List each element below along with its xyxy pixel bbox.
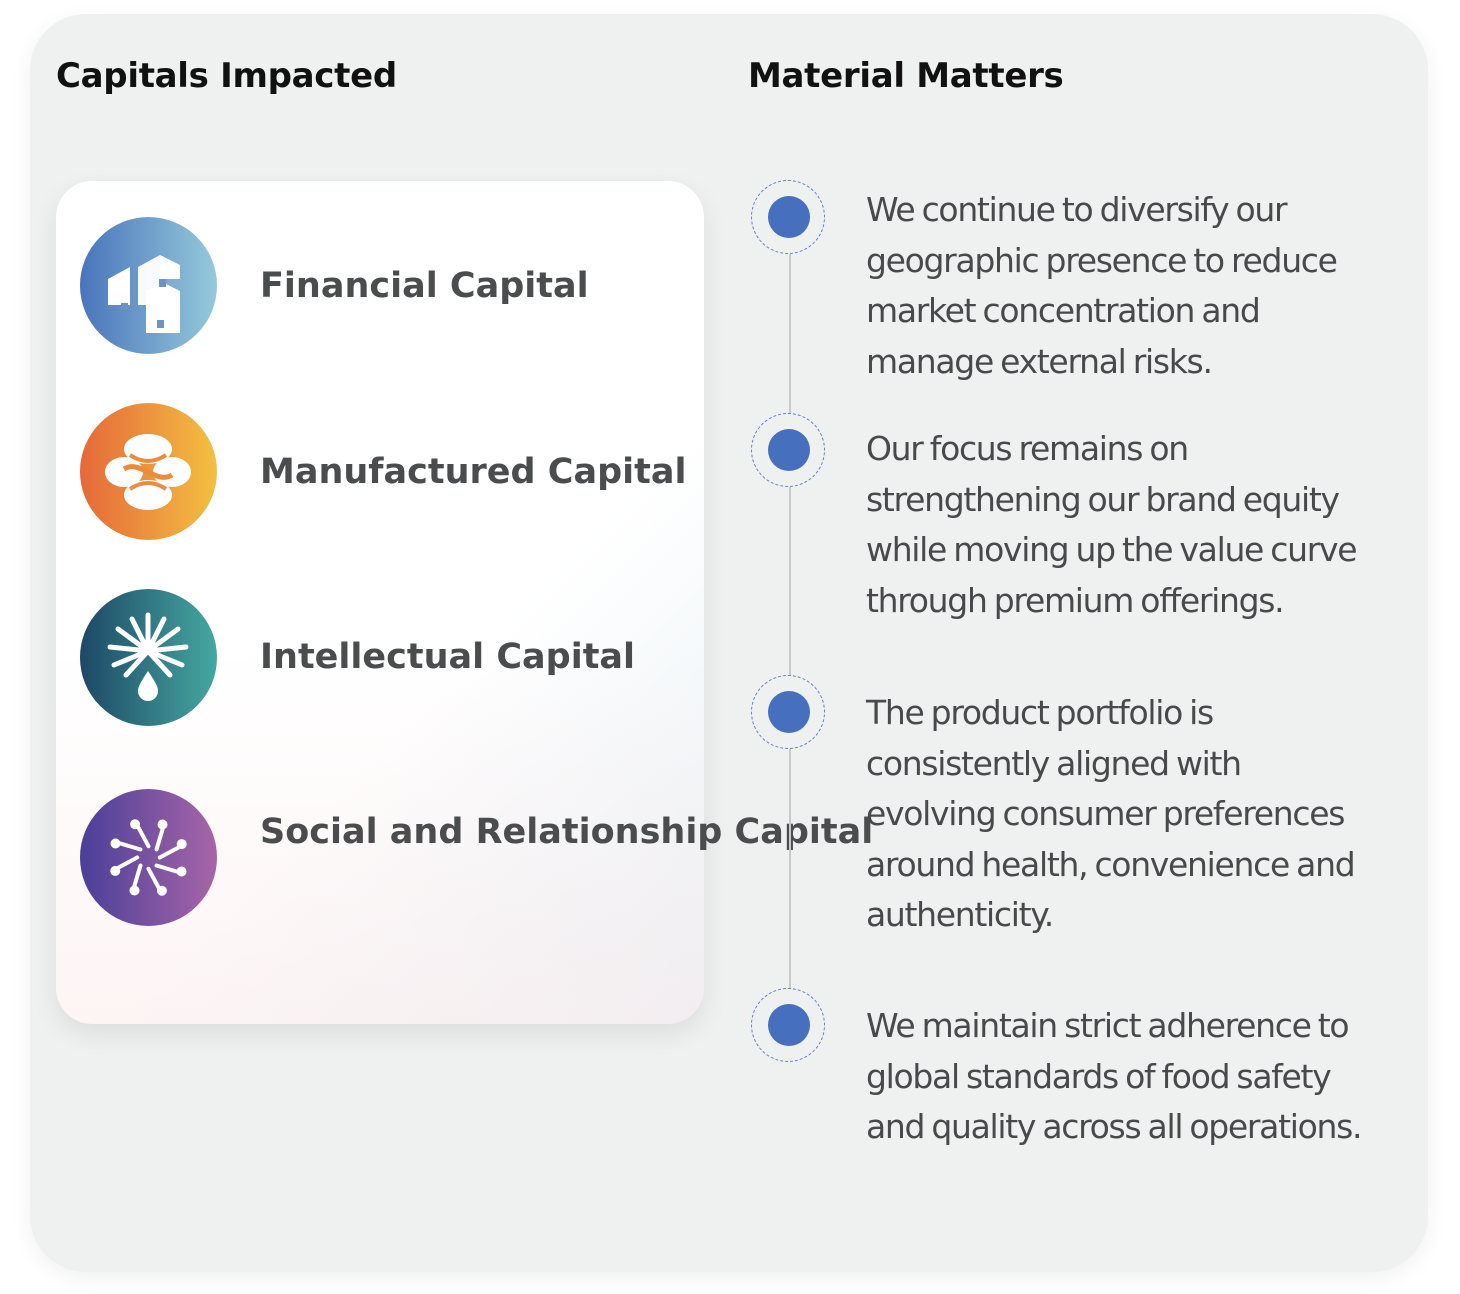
timeline-marker [768,429,810,471]
social-relationship-capital-label: Social and Relationship Capital [260,812,874,852]
manufactured-capital-label: Manufactured Capital [260,452,687,492]
financial-capital-icon [80,217,217,354]
intellectual-capital-icon [80,589,217,726]
timeline-line [789,215,791,1025]
financial-capital-label: Financial Capital [260,266,589,306]
social-relationship-capital-icon [80,789,217,926]
timeline-marker [768,691,810,733]
intellectual-capital-label: Intellectual Capital [260,637,636,677]
material-matter-text: The product portfolio is consistently al… [866,693,1356,934]
material-matter-text: We maintain strict adherence to global s… [866,1006,1363,1146]
capitals-impacted-heading: Capitals Impacted [56,56,397,96]
material-matter-text: We continue to diversify our geographic … [866,190,1338,381]
timeline-marker [768,196,810,238]
timeline-marker [768,1004,810,1046]
manufactured-capital-icon [80,403,217,540]
material-matters-heading: Material Matters [748,56,1064,96]
material-matter-text: Our focus remains on strengthening our b… [866,429,1358,620]
